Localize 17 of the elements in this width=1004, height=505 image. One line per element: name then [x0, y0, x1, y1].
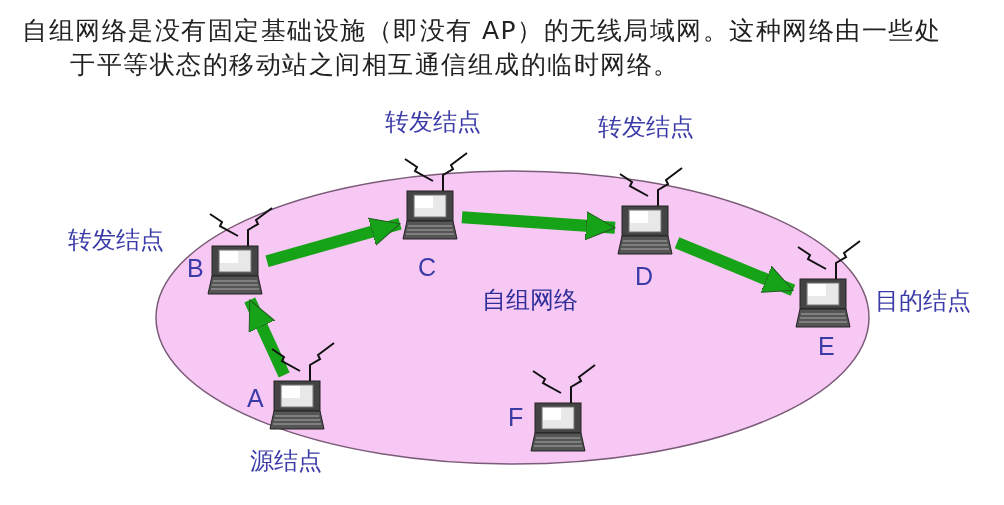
node-role-label: 转发结点: [68, 226, 164, 254]
node-role-label: 转发结点: [385, 108, 481, 136]
node-role-label: 目的结点: [875, 287, 971, 315]
node-role-label: 转发结点: [598, 113, 694, 141]
arrow: [265, 217, 402, 268]
node-letter: F: [508, 403, 524, 431]
arrow: [674, 237, 796, 296]
node-letter: B: [187, 254, 204, 282]
node-role-label: 源结点: [250, 447, 322, 475]
arrow: [461, 211, 616, 241]
network-label: 自组网络: [482, 286, 578, 314]
arrow: [244, 297, 290, 378]
description-text: 自组网络是没有固定基础设施（即没有 AP）的无线局域网。这种网络由一些处于平等状态的移动站之间相互通信组成的临时网络。: [22, 15, 943, 81]
node-letter: D: [635, 262, 654, 290]
node-letter: E: [818, 332, 835, 360]
node-letter: A: [247, 384, 264, 412]
node-letter: C: [418, 253, 437, 281]
